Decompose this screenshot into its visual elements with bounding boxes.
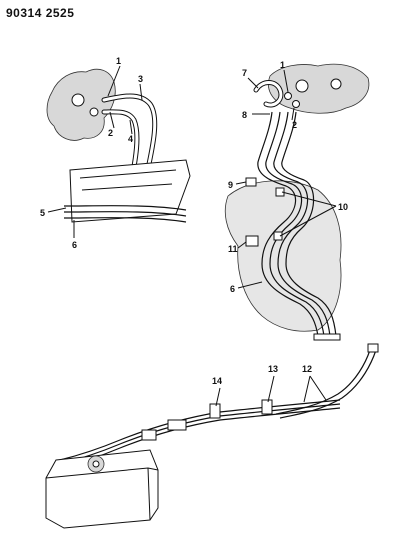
diagram-code: 90314 2525	[6, 6, 75, 20]
lower-assembly: 14 13 12	[45, 343, 379, 529]
svg-text:14: 14	[212, 376, 222, 386]
svg-text:6: 6	[230, 284, 235, 294]
clip-10b	[273, 231, 283, 241]
filler-cap	[367, 343, 379, 353]
svg-text:2: 2	[292, 120, 297, 130]
filter-1	[167, 419, 187, 431]
svg-text:3: 3	[138, 74, 143, 84]
carb-fitting-left-2	[89, 107, 99, 117]
engine-block-right	[268, 63, 370, 114]
carb-fitting-right	[295, 79, 309, 93]
bracket-11	[245, 235, 259, 247]
svg-text:10: 10	[338, 202, 348, 212]
clip-13	[261, 399, 273, 415]
svg-text:13: 13	[268, 364, 278, 374]
svg-text:6: 6	[72, 240, 77, 250]
svg-text:5: 5	[40, 208, 45, 218]
svg-text:4: 4	[128, 134, 133, 144]
clip-10a	[275, 187, 285, 197]
svg-text:11: 11	[228, 244, 238, 254]
svg-text:7: 7	[242, 68, 247, 78]
upper-right-assembly: 7 1 8 2 9 10 11 6	[224, 60, 370, 341]
frame-rail-left	[69, 159, 191, 223]
clip-9	[245, 177, 257, 187]
clamp-1	[284, 92, 292, 100]
svg-text:8: 8	[242, 110, 247, 120]
clamp-2	[292, 100, 300, 108]
carb-fitting-right-2	[330, 78, 342, 90]
upper-left-assembly: 1 3 2 4 5 6	[40, 56, 191, 250]
svg-text:1: 1	[280, 60, 285, 70]
svg-text:2: 2	[108, 128, 113, 138]
svg-text:1: 1	[116, 56, 121, 66]
svg-text:9: 9	[228, 180, 233, 190]
engine-side-right	[224, 180, 342, 332]
clip-14	[209, 403, 221, 419]
carb-fitting-left	[71, 93, 85, 107]
svg-text:12: 12	[302, 364, 312, 374]
line-ends	[313, 333, 341, 341]
filter-2	[141, 429, 157, 441]
